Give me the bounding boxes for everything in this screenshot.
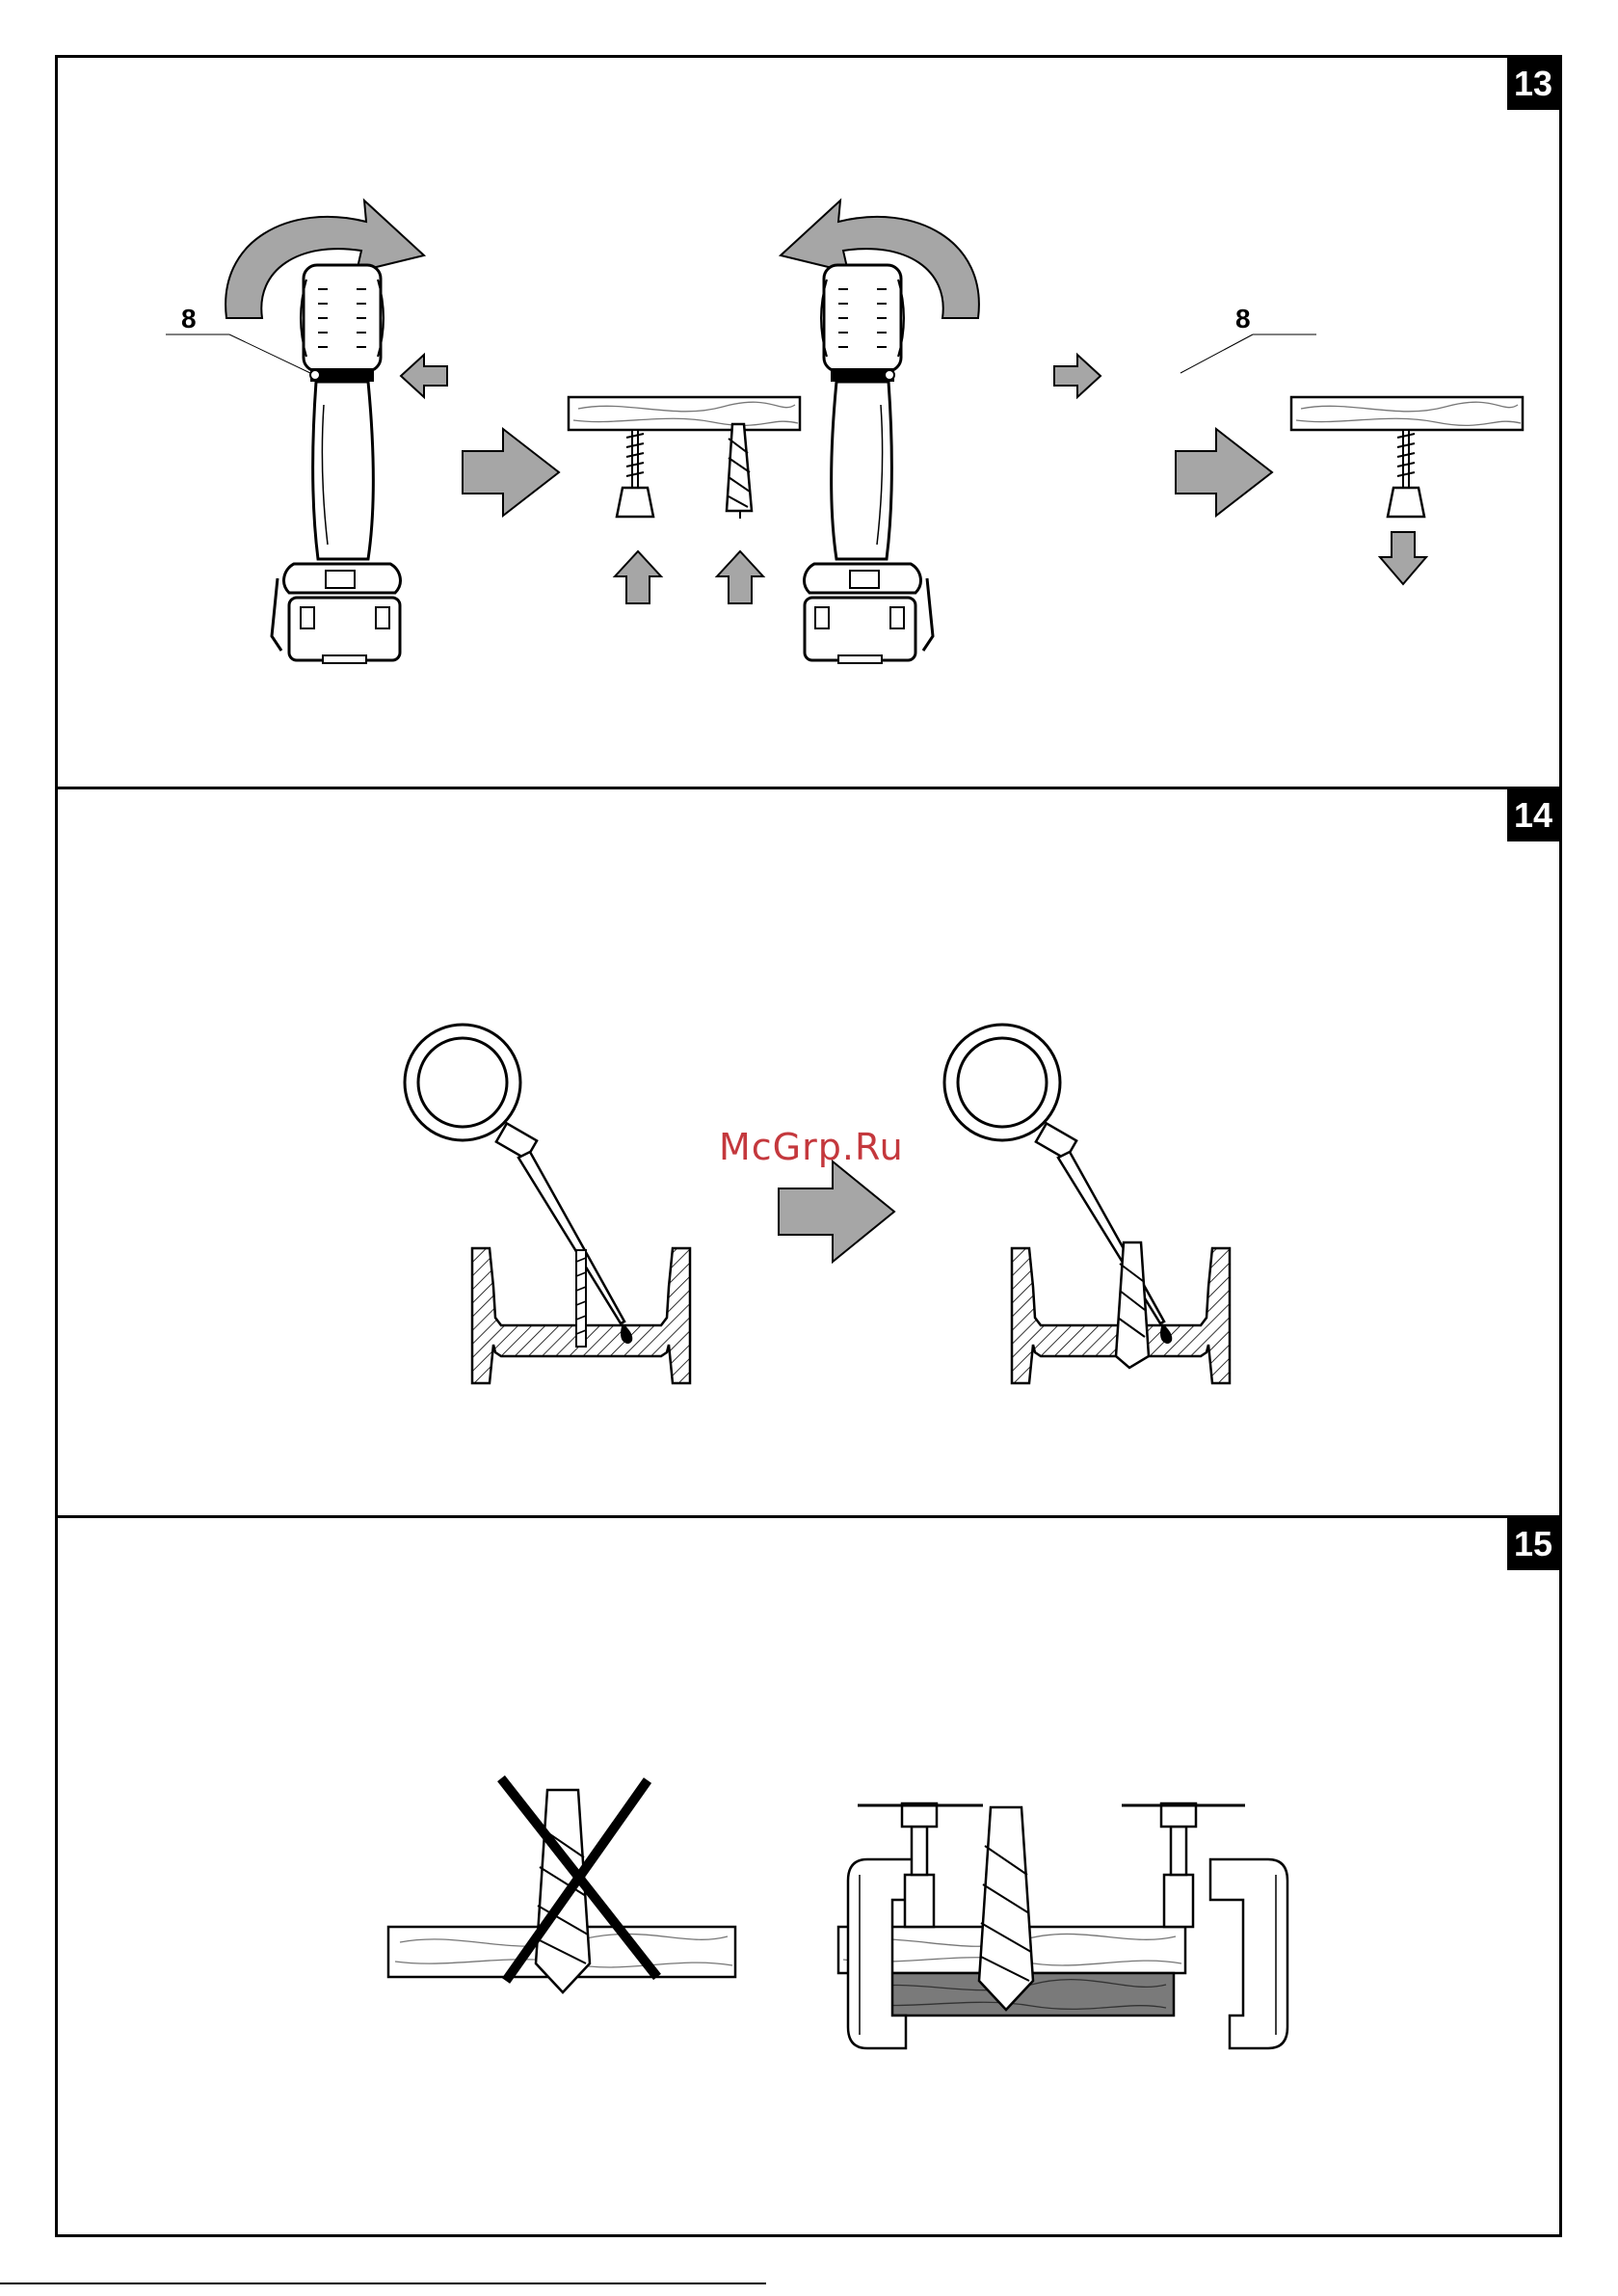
watermark: McGrp.Ru <box>719 1126 904 1168</box>
footer-rule <box>0 2283 766 2284</box>
figure-15-illustration <box>58 1518 1559 2237</box>
figure-13: 13 <box>58 58 1559 787</box>
figure-15: 15 <box>58 1515 1559 2234</box>
callout-8-left: 8 <box>181 304 197 334</box>
figure-13-illustration: 8 8 <box>58 58 1559 787</box>
callout-8-right: 8 <box>1235 304 1251 334</box>
